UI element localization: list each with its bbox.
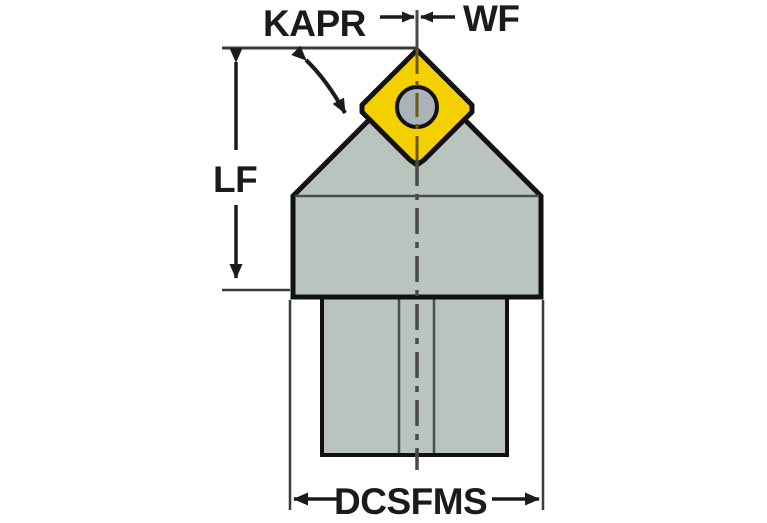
dcsfms-label: DCSFMS <box>334 481 487 522</box>
lf-label: LF <box>213 159 257 200</box>
dimension-wf: WF <box>380 0 520 39</box>
kapr-angle-arrow <box>291 45 347 114</box>
shank-outline <box>320 295 509 457</box>
dimension-lf: LF <box>213 48 290 292</box>
dimension-dcsfms: DCSFMS <box>288 300 545 522</box>
wf-label: WF <box>463 0 520 39</box>
shank <box>320 295 509 457</box>
kapr-label: KAPR <box>263 3 366 44</box>
dimension-kapr: KAPR <box>222 3 417 114</box>
